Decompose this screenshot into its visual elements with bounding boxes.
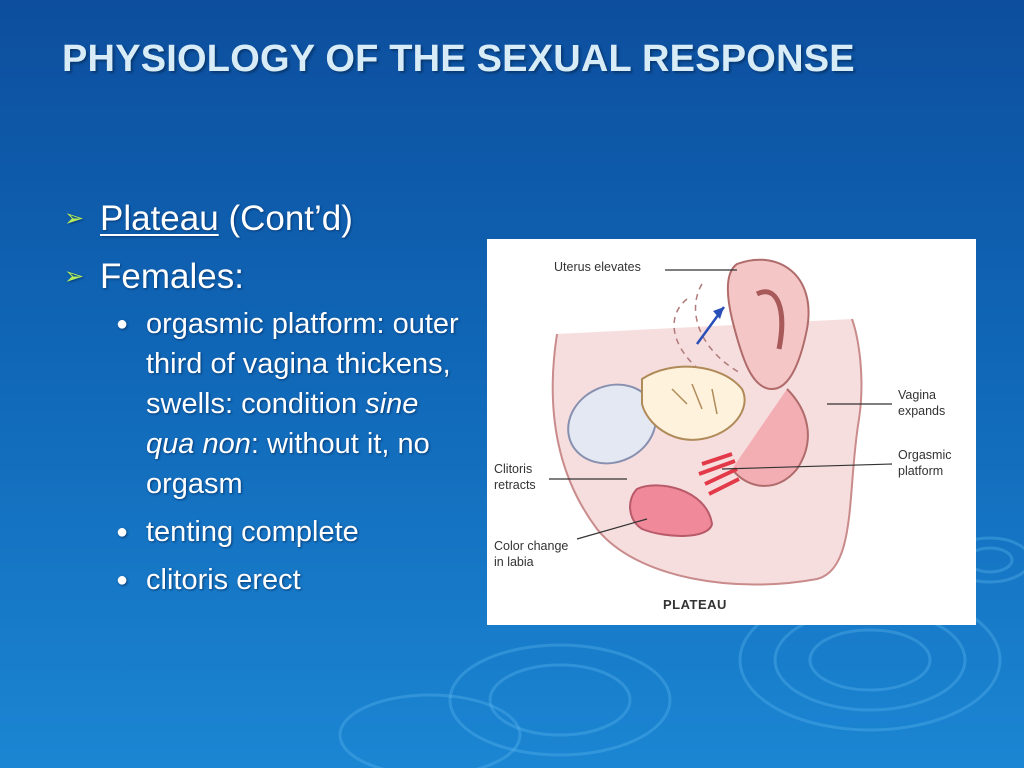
arrow-bullet-icon: ➢ bbox=[64, 205, 85, 232]
dot-bullet-icon: ● bbox=[116, 313, 129, 335]
sub1-text-c: : without it, no orgasm bbox=[146, 428, 430, 500]
bullet-list: ➢ Plateau (Cont’d) ➢ Females: ● orgasmic pl… bbox=[62, 190, 472, 600]
sub1-text-a: orgasmic platform: outer third of vagina… bbox=[146, 308, 459, 420]
arrow-bullet-icon: ➢ bbox=[64, 263, 85, 290]
sub1-latin: sine qua non bbox=[146, 388, 419, 460]
females-label: Females: bbox=[100, 257, 244, 296]
figure-caption: PLATEAU bbox=[663, 597, 727, 612]
bullet-females: ➢ Females: bbox=[62, 248, 472, 306]
sub-bullet-orgasmic-platform: ● orgasmic platform: outer third of vagin… bbox=[62, 304, 472, 504]
slide-title: PHYSIOLOGY OF THE SEXUAL RESPONSE bbox=[62, 38, 855, 80]
sub3-text: clitoris erect bbox=[146, 564, 301, 596]
label-vagina-expands: Vagina expands bbox=[898, 388, 946, 418]
label-color-change: Color change in labia bbox=[494, 539, 569, 569]
sub-bullet-tenting: ● tenting complete bbox=[62, 512, 472, 552]
label-clitoris-retracts: Clitoris retracts bbox=[494, 462, 536, 492]
plateau-label: Plateau bbox=[100, 199, 219, 238]
sub2-text: tenting complete bbox=[146, 516, 359, 548]
sub-bullet-clitoris: ● clitoris erect bbox=[62, 560, 472, 600]
anatomy-illustration bbox=[549, 258, 893, 586]
label-uterus-elevates: Uterus elevates bbox=[554, 260, 641, 274]
bullet-plateau: ➢ Plateau (Cont’d) bbox=[62, 190, 472, 248]
anatomy-figure: Uterus elevates Vagina expands Clitoris … bbox=[487, 239, 976, 625]
label-orgasmic-platform: Orgasmic platform bbox=[898, 448, 952, 478]
plateau-contd: (Cont’d) bbox=[218, 199, 353, 238]
dot-bullet-icon: ● bbox=[116, 569, 129, 591]
dot-bullet-icon: ● bbox=[116, 521, 129, 543]
